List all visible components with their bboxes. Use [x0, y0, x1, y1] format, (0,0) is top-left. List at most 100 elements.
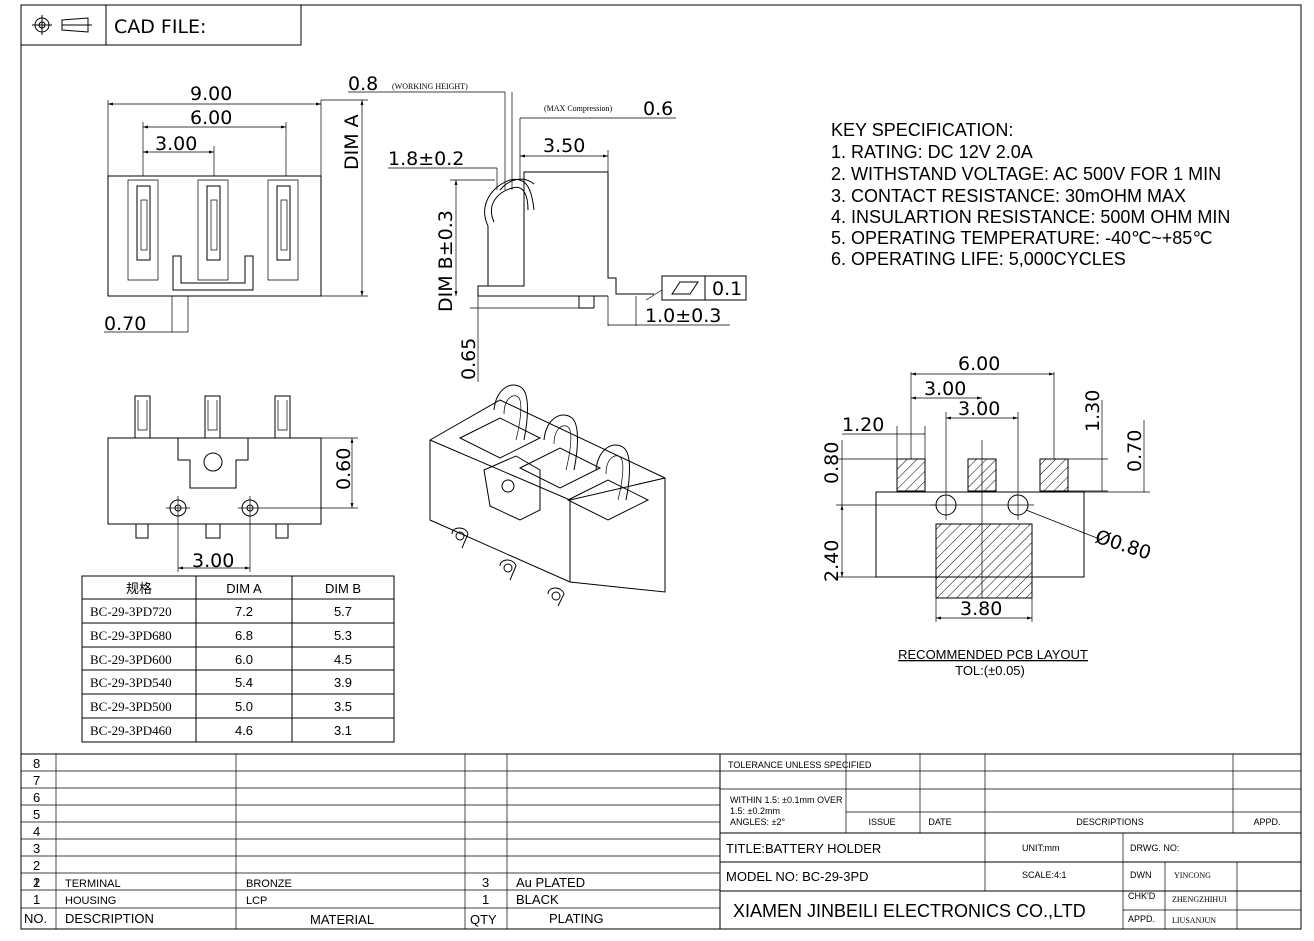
table-cell: BC-29-3PD600	[90, 652, 172, 667]
drwg-no-label: DRWG. NO:	[1130, 843, 1179, 853]
company-name: XIAMEN JINBEILI ELECTRONICS CO.,LTD	[733, 901, 1086, 921]
dim-tab: 1.0±0.3	[645, 305, 721, 327]
drawing-title: TITLE:BATTERY HOLDER	[726, 841, 881, 856]
dim-working-height: 0.8	[348, 73, 378, 95]
table-cell: 4.5	[334, 652, 352, 667]
isometric-view	[429, 384, 666, 607]
dim-pin: 0.70	[104, 313, 146, 335]
table-cell: 4.6	[235, 723, 253, 738]
front-view: 9.00 6.00 3.00 0.70 DIM A	[104, 83, 368, 335]
table-cell: 5.3	[334, 628, 352, 643]
table-cell: 7.2	[235, 604, 253, 619]
pcb-caption: RECOMMENDED PCB LAYOUT	[898, 647, 1088, 662]
flatness-frame	[661, 275, 747, 301]
bom-row-number: 2	[33, 858, 40, 873]
bom-item-no: 1	[33, 892, 40, 907]
flatness-value: 0.1	[712, 278, 742, 300]
pcb-dim-body-w: 3.80	[960, 598, 1002, 620]
dwn-name: YINCONG	[1174, 871, 1211, 880]
scale-label: SCALE:4:1	[1022, 870, 1067, 880]
flatness-icon	[671, 281, 699, 295]
table-cell: BC-29-3PD720	[90, 604, 172, 619]
bom-row-number: 6	[33, 790, 40, 805]
table-cell: BC-29-3PD500	[90, 699, 172, 714]
date-label: DATE	[928, 817, 951, 827]
issue-label: ISSUE	[868, 817, 895, 827]
bom-header-description: DESCRIPTION	[65, 911, 154, 926]
dim-pitch: 3.00	[155, 133, 197, 155]
pcb-body-pad	[935, 523, 1033, 599]
dim-thickness: 0.65	[458, 338, 480, 380]
table-cell: 6.8	[235, 628, 253, 643]
dim-overall: 9.00	[190, 83, 232, 105]
pcb-dim-pad-h: 1.30	[1082, 390, 1104, 432]
table-cell: 5.7	[334, 604, 352, 619]
dim-a-label: DIM A	[341, 114, 363, 170]
bom-header-material: MATERIAL	[310, 912, 374, 927]
cad-file-label: CAD FILE:	[114, 16, 206, 38]
unit-label: UNIT:mm	[1022, 843, 1060, 853]
pcb-dim-pad-right: 0.70	[1124, 430, 1146, 472]
chkd-name: ZHENGZHIHUI	[1172, 895, 1227, 904]
bom-row-number: 8	[33, 756, 40, 771]
bottom-dim-pitch: 3.00	[192, 550, 234, 572]
pcb-pad	[896, 458, 926, 492]
pcb-dim-pitch-b: 3.00	[958, 398, 1000, 420]
key-spec-title: KEY SPECIFICATION:	[831, 120, 1013, 140]
bom-item-plating: BLACK	[516, 892, 559, 907]
key-spec-item: 6. OPERATING LIFE: 5,000CYCLES	[831, 249, 1126, 269]
bom-item-description: HOUSING	[65, 895, 116, 907]
pcb-dim-hole: Ø0.80	[1092, 526, 1153, 565]
key-spec-item: 3. CONTACT RESISTANCE: 30mOHM MAX	[831, 186, 1186, 206]
bom-header-plating: PLATING	[549, 911, 604, 926]
appd-header: APPD.	[1253, 817, 1280, 827]
bottom-dim-height: 0.60	[333, 448, 355, 490]
tolerance-title: TOLERANCE UNLESS SPECIFIED	[728, 760, 872, 770]
pcb-dim-body-h: 2.40	[821, 540, 843, 582]
bom-row-number: 5	[33, 807, 40, 822]
bom-item-plating: Au PLATED	[516, 875, 585, 890]
table-cell: 5.4	[235, 675, 253, 690]
descriptions-label: DESCRIPTIONS	[1076, 817, 1144, 827]
bom-row-number: 4	[33, 824, 40, 839]
dim-contact-gap: 1.8±0.2	[388, 148, 464, 170]
pcb-dim-pad-offset: 0.80	[821, 442, 843, 484]
bom-item-qty: 1	[482, 892, 489, 907]
key-spec-item: 5. OPERATING TEMPERATURE: -40℃~+85℃	[831, 228, 1213, 248]
table-cell: 3.1	[334, 723, 352, 738]
cad-file-header: CAD FILE:	[20, 4, 302, 46]
tolerance-line: WITHIN 1.5: ±0.1mm OVER	[730, 795, 843, 805]
dim-outer-pitch: 6.00	[190, 107, 232, 129]
pcb-dim-total: 6.00	[958, 353, 1000, 375]
bom-row-number: 3	[33, 841, 40, 856]
side-view: 0.8 (WORKING HEIGHT) (MAX Compression) 0…	[348, 73, 747, 382]
bom-item-material: LCP	[246, 895, 267, 907]
pcb-pad	[1039, 458, 1069, 492]
working-height-note: (WORKING HEIGHT)	[392, 82, 468, 91]
table-cell: BC-29-3PD540	[90, 675, 172, 690]
table-cell: BC-29-3PD460	[90, 723, 172, 738]
model-no: MODEL NO: BC-29-3PD	[726, 869, 869, 884]
table-cell: 3.5	[334, 699, 352, 714]
pcb-layout: 6.00 3.00 3.00 1.20 1.30 0.70 0.80 2.40 …	[821, 353, 1154, 678]
chkd-label: CHK'D	[1128, 891, 1156, 901]
key-spec-item: 2. WITHSTAND VOLTAGE: AC 500V FOR 1 MIN	[831, 164, 1221, 184]
max-compression-note: (MAX Compression)	[544, 104, 613, 113]
dwn-label: DWN	[1130, 870, 1152, 880]
pcb-tolerance: TOL:(±0.05)	[955, 663, 1025, 678]
bom-item-material: BRONZE	[246, 878, 292, 890]
dim-depth: 3.50	[543, 135, 585, 157]
sheet-border	[20, 4, 1302, 930]
bom-row-number: 7	[33, 773, 40, 788]
table-cell: 3.9	[334, 675, 352, 690]
bom-item-no: 2	[33, 875, 40, 890]
tolerance-line: 1.5: ±0.2mm	[730, 806, 780, 816]
table-header: 规格	[126, 581, 152, 596]
bom-table: 8 7 6 5 4 3 2 1 2 TERMINAL BRONZE 3 Au P…	[21, 753, 1301, 929]
table-header: DIM A	[226, 581, 262, 596]
dim-max-compression: 0.6	[643, 98, 673, 120]
table-cell: 6.0	[235, 652, 253, 667]
key-spec-item: 1. RATING: DC 12V 2.0A	[831, 142, 1033, 162]
table-header: DIM B	[325, 581, 361, 596]
